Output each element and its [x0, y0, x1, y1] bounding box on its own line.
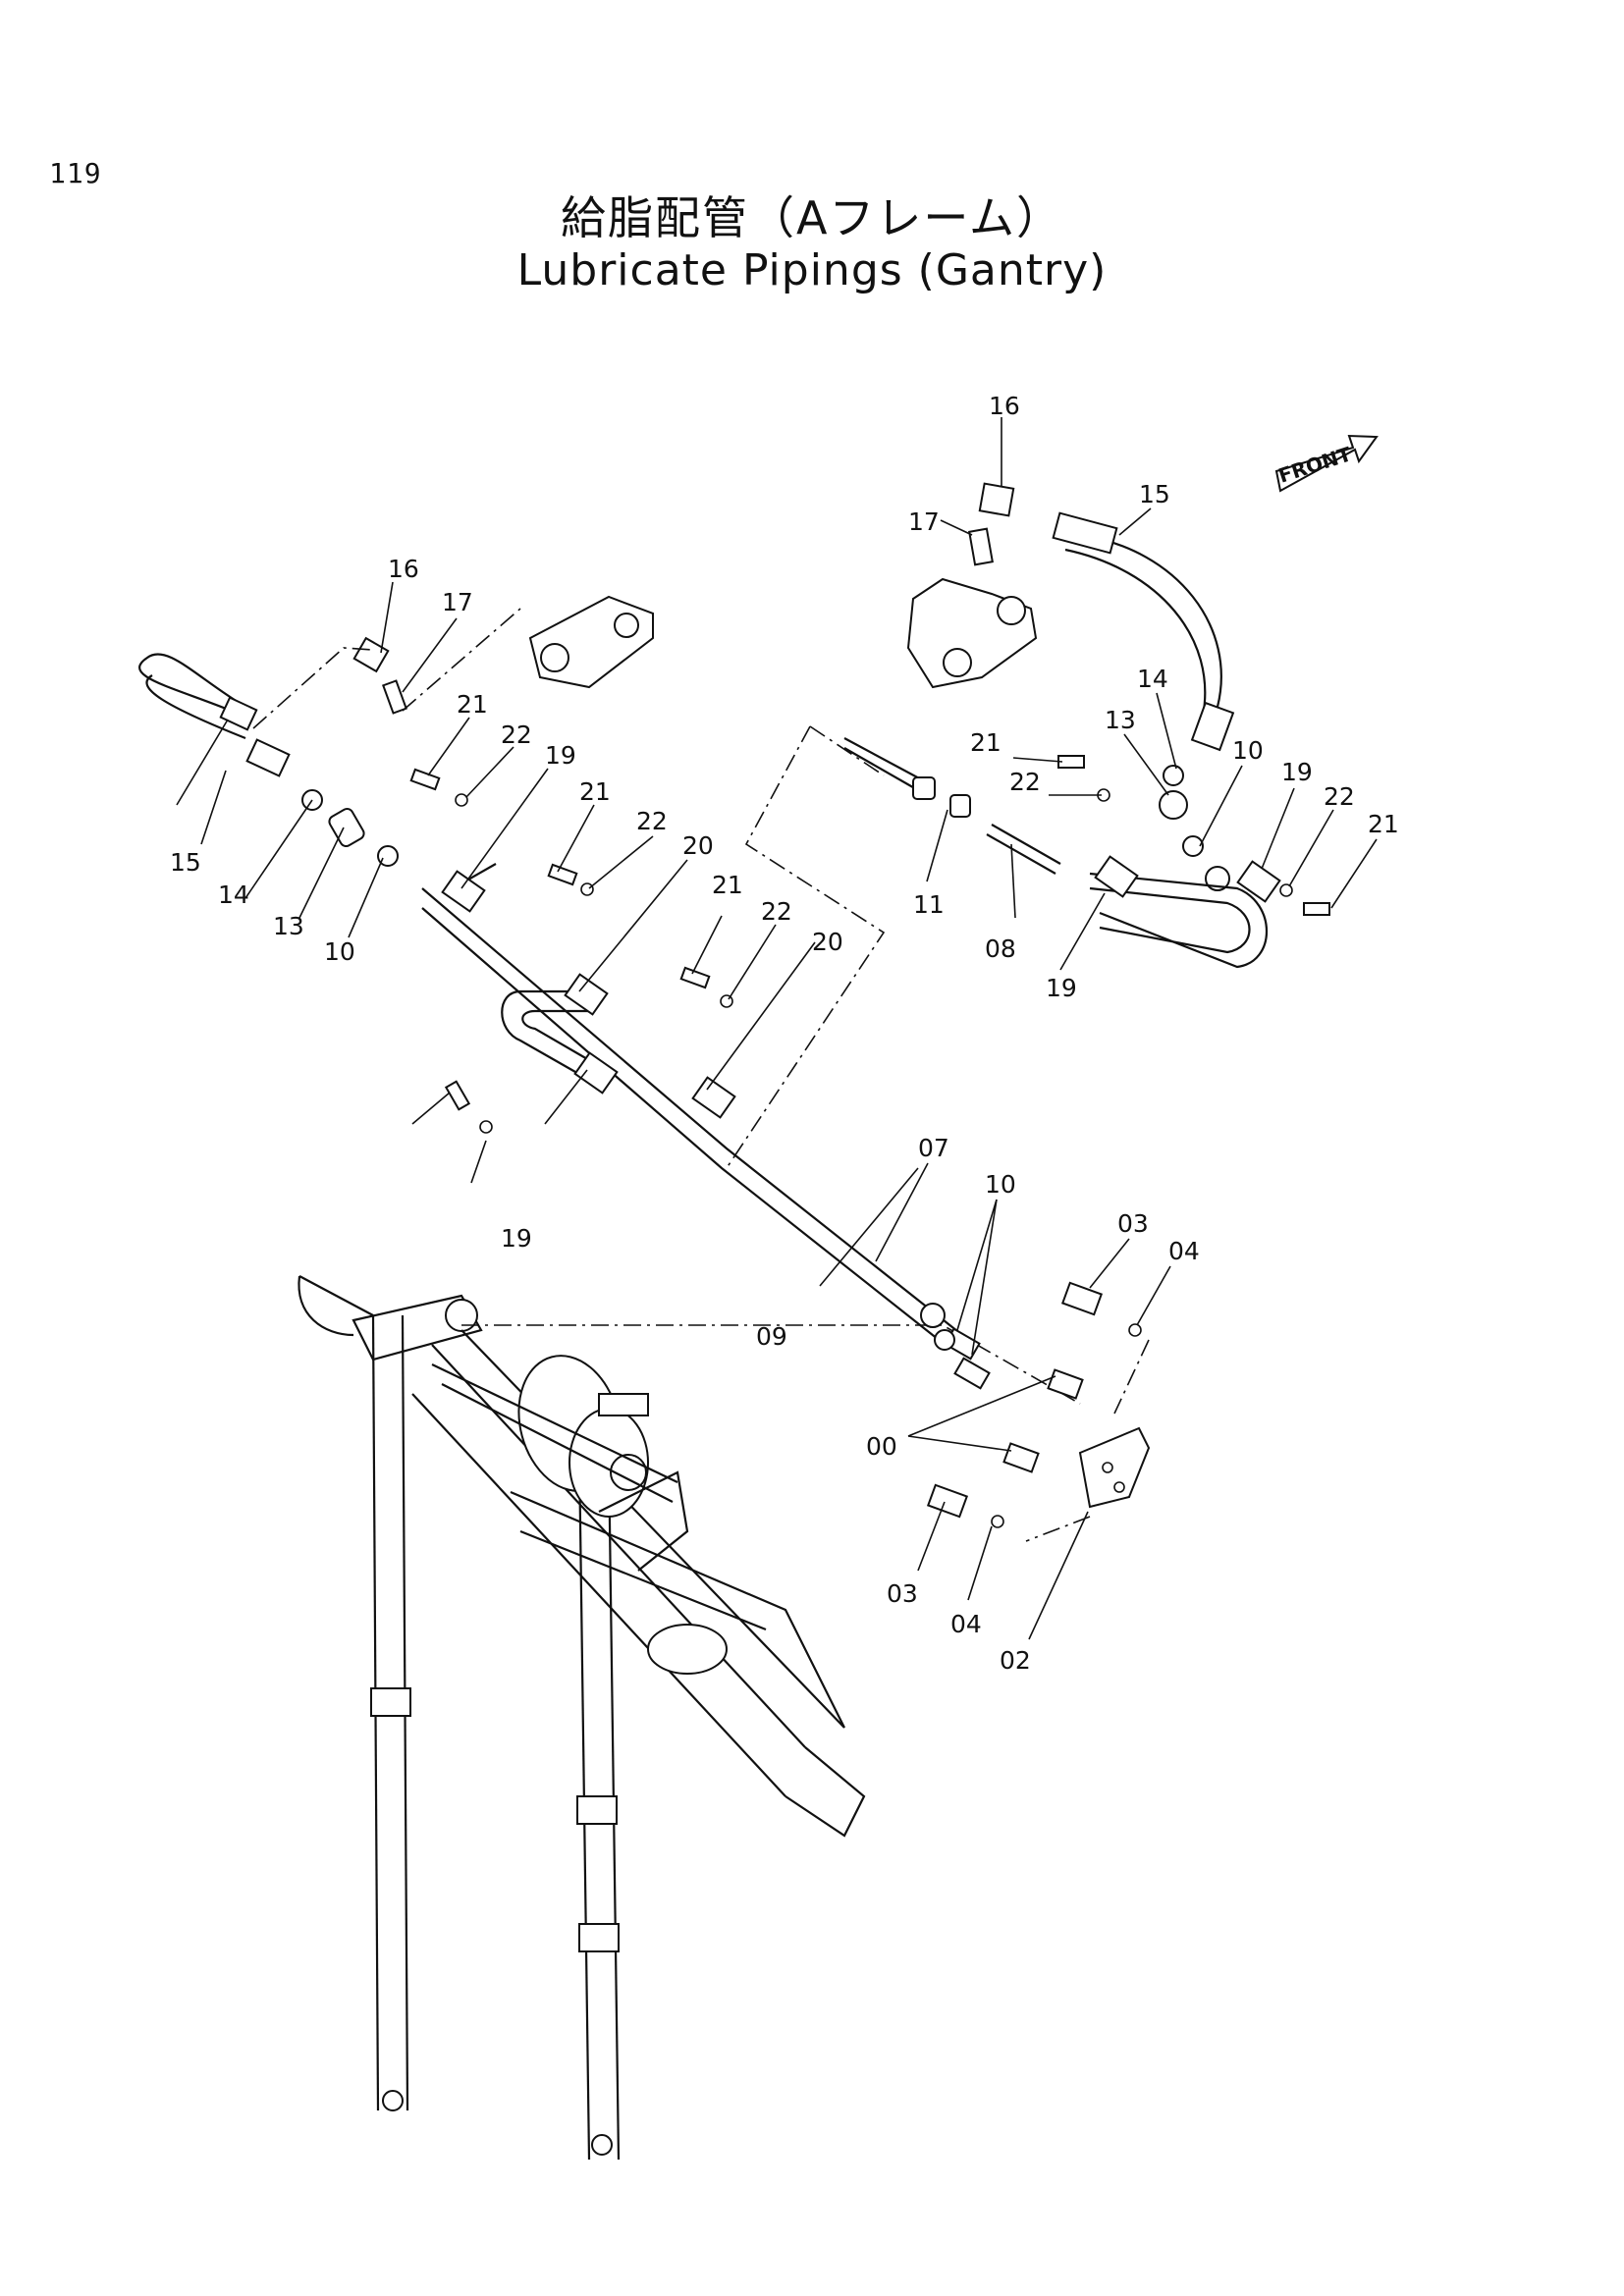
callout: 15 — [170, 848, 201, 877]
gantry-frame — [298, 1275, 1081, 2161]
callout: 19 — [545, 741, 576, 770]
callout: 03 — [1117, 1209, 1149, 1238]
callout: 17 — [908, 507, 940, 536]
callout: 08 — [985, 934, 1016, 963]
callout: 21 — [970, 728, 1001, 757]
callout: 02 — [1000, 1646, 1031, 1675]
callout: 22 — [761, 897, 792, 926]
callout: 21 — [579, 777, 611, 806]
callout: 21 — [712, 871, 743, 899]
lower-right-parts — [920, 1281, 1151, 1542]
callout-labels: 16 15 17 14 13 10 19 22 21 21 22 19 21 2… — [170, 392, 1399, 1675]
callout: 10 — [1232, 736, 1264, 765]
callout: 13 — [1105, 706, 1136, 734]
callout: 19 — [1046, 974, 1077, 1002]
callout: 19 — [1281, 758, 1313, 786]
callout: 21 — [457, 690, 488, 719]
callout: 14 — [218, 881, 249, 909]
callout: 19 — [501, 1224, 532, 1253]
callout: 00 — [866, 1432, 897, 1461]
callout: 07 — [918, 1134, 949, 1162]
callout: 14 — [1137, 665, 1168, 693]
callout: 16 — [388, 555, 419, 583]
callout: 20 — [682, 831, 714, 860]
right-hose-assembly — [843, 482, 1330, 969]
callout: 04 — [950, 1610, 982, 1638]
callout: 09 — [756, 1322, 787, 1351]
page-number: 119 — [49, 157, 102, 189]
callout: 03 — [887, 1579, 918, 1608]
callout: 21 — [1368, 810, 1399, 838]
callout: 22 — [636, 807, 668, 835]
leader-lines — [200, 417, 1378, 1640]
callout: 10 — [324, 937, 355, 966]
front-arrow-icon: FRONT — [1274, 434, 1379, 493]
callout: 22 — [1009, 768, 1041, 796]
callout: 04 — [1168, 1237, 1200, 1265]
callout: 16 — [989, 392, 1020, 420]
callout: 22 — [1324, 782, 1355, 811]
callout: 20 — [812, 928, 843, 956]
left-hose-assembly — [138, 595, 963, 1348]
callout: 13 — [273, 912, 304, 940]
callout: 17 — [442, 588, 473, 616]
title-english: Lubricate Pipings (Gantry) — [516, 245, 1108, 295]
callout: 15 — [1139, 480, 1170, 508]
callout: 11 — [913, 890, 945, 919]
callout: 10 — [985, 1170, 1016, 1199]
callout: 22 — [501, 721, 532, 749]
title-japanese: 給脂配管（Aフレーム） — [560, 191, 1064, 244]
front-label: FRONT — [1275, 442, 1354, 488]
